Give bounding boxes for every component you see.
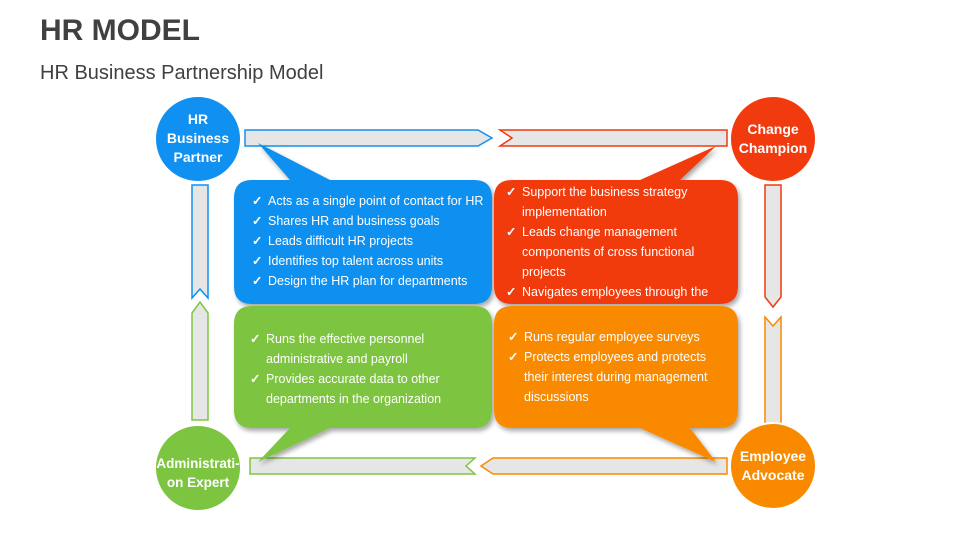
circle-change-champion [729, 95, 817, 183]
arrow-bottom-left [249, 457, 477, 475]
arrow-top-left [244, 129, 494, 147]
circle-employee-advocate [729, 422, 817, 510]
arrow-right-top [764, 184, 782, 309]
label-administration-expert: Administrati-on Expert [150, 454, 246, 492]
bullet-point: Support the business strategy implementa… [506, 182, 724, 222]
page-subtitle: HR Business Partnership Model [40, 62, 324, 84]
connector-arrows [191, 129, 782, 475]
circle-label-line: Advocate [741, 467, 805, 483]
arrow-left-bottom [191, 300, 209, 421]
circle-hr-business-partner [154, 95, 242, 183]
bullet-point: Runs the effective personnel administrat… [250, 329, 476, 369]
bullet-point: Identifies top talent across units [252, 251, 492, 271]
circle-label-line: on Expert [166, 475, 230, 490]
page-title: HR MODEL [40, 14, 200, 47]
circle-label-line: HR [187, 111, 209, 127]
circle-label-line: Change [747, 121, 799, 137]
bullet-point: Design the HR plan for departments [252, 271, 492, 291]
bullet-point: Shares HR and business goals [252, 211, 492, 231]
list-hr-business-partner: Acts as a single point of contact for HR… [252, 191, 492, 291]
circle-label-line: Employee [739, 448, 807, 464]
circle-label-line: Business [166, 130, 230, 146]
list-administration-expert: Runs the effective personnel administrat… [250, 329, 476, 409]
bullet-point: Navigates employees through the [506, 282, 724, 302]
circle-label-line: Champion [738, 140, 808, 156]
bullet-point: Acts as a single point of contact for HR [252, 191, 492, 211]
circle-administration-expert [154, 424, 242, 512]
arrow-left-top [191, 184, 209, 300]
list-change-champion: Support the business strategy implementa… [506, 182, 724, 302]
list-employee-advocate: Runs regular employee surveysProtects em… [508, 327, 728, 407]
circle-label-line: Administrati- [156, 456, 240, 471]
arrow-bottom-right [479, 457, 728, 475]
bullet-point: Protects employees and protects their in… [508, 347, 728, 407]
bullet-point: Provides accurate data to other departme… [250, 369, 476, 409]
arrow-right-bottom [764, 315, 782, 426]
bullet-point: Runs regular employee surveys [508, 327, 728, 347]
arrow-top-right [497, 129, 728, 147]
circle-label-line: Partner [173, 149, 223, 165]
bullet-point: Leads difficult HR projects [252, 231, 492, 251]
bullet-point: Leads change management components of cr… [506, 222, 724, 282]
